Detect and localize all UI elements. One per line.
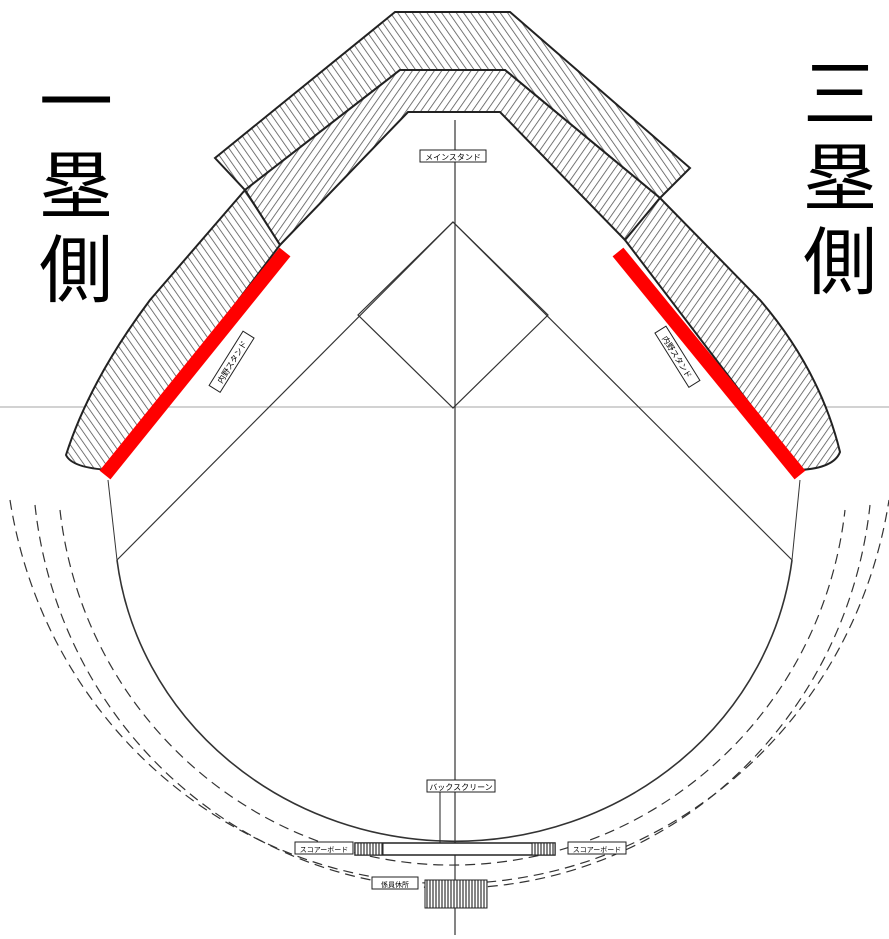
- score-board-bar: [354, 842, 556, 856]
- bottom-building: [424, 879, 488, 909]
- right-stand: [623, 196, 842, 472]
- main-stand-label: メインスタンド: [425, 153, 481, 162]
- score-board-right-label: スコアーボード: [573, 846, 622, 854]
- third-base-side-highlight: [612, 247, 806, 480]
- third-base-side-label: 三 塁 側: [803, 52, 877, 306]
- left-stand: [64, 188, 282, 472]
- outfield-wall: [116, 559, 793, 842]
- outer-ring-1: [59, 509, 846, 866]
- bottom-building-label: 係員休所: [381, 880, 409, 889]
- field-edge-left: [107, 479, 118, 561]
- outer-ring-3: [9, 499, 889, 885]
- score-board-left-label: スコアーボード: [300, 846, 349, 854]
- foul-line-left: [116, 221, 454, 561]
- left-stand-label: 内野スタンド: [215, 339, 249, 385]
- back-screen-label: バックスクリーン: [429, 783, 492, 792]
- first-base-side-highlight: [99, 247, 291, 480]
- foul-line-right: [452, 221, 793, 561]
- infield-diamond: [357, 221, 549, 409]
- outer-ring-2: [34, 504, 871, 889]
- score-board-left-block: [354, 842, 384, 856]
- first-base-side-label: 一 塁 側: [39, 60, 113, 314]
- field-edge-right: [791, 479, 801, 561]
- score-board-right-block: [531, 842, 556, 856]
